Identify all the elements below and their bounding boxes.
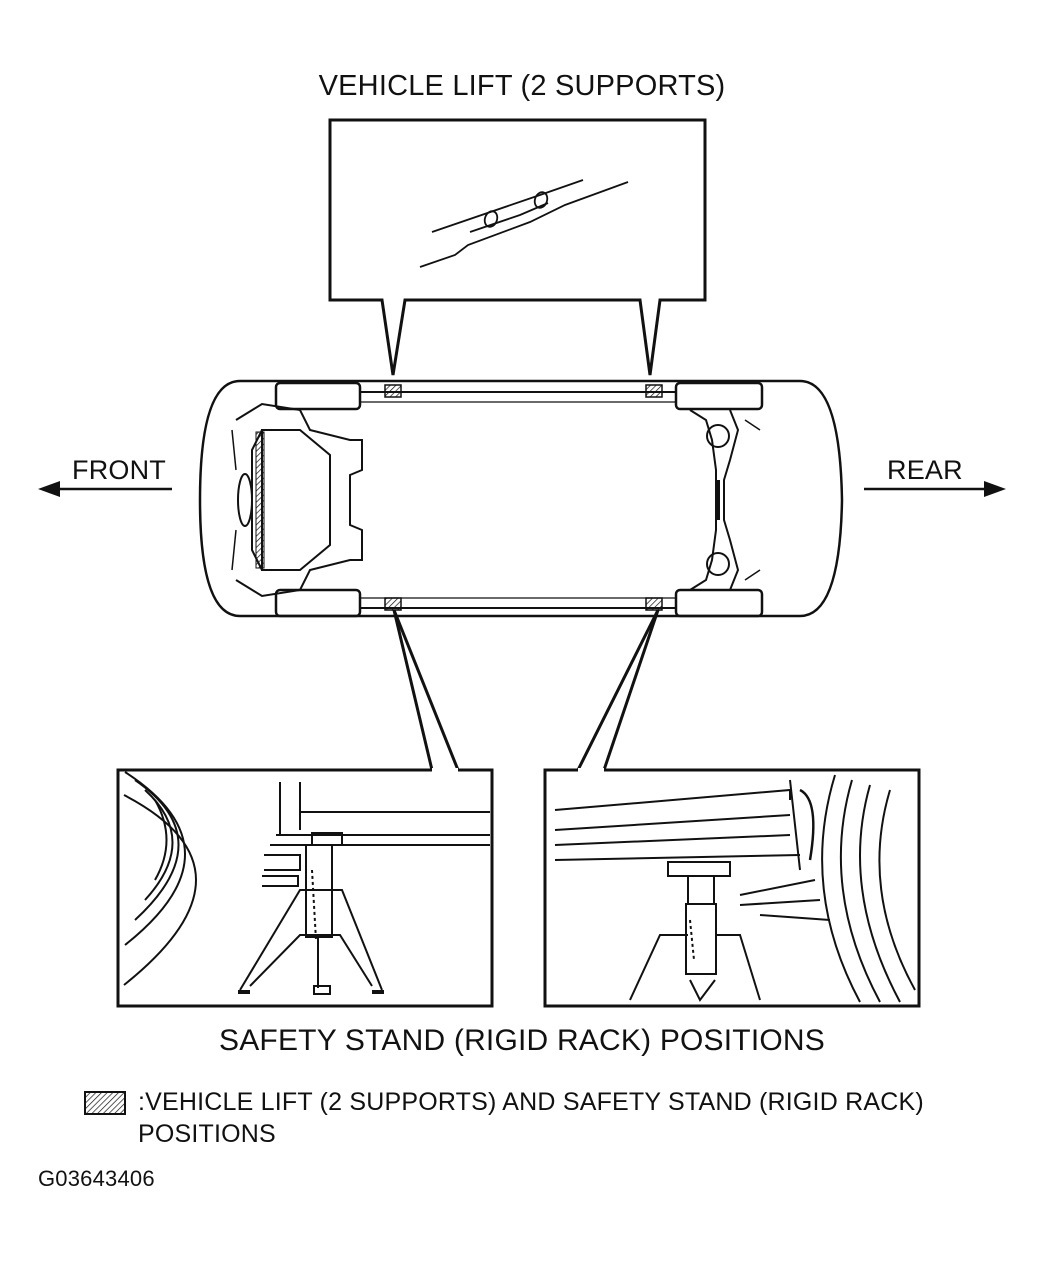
stand-title: SAFETY STAND (RIGID RACK) POSITIONS: [219, 1024, 825, 1057]
support-points: [384, 384, 663, 611]
leader-lines: [392, 609, 660, 771]
vehicle-underbody: [198, 379, 844, 618]
front-label: FRONT: [72, 455, 166, 485]
top-callout: [328, 118, 707, 376]
front-left-wheel: [274, 381, 362, 411]
front-subframe: [231, 402, 363, 598]
front-right-wheel: [274, 588, 362, 618]
figure-id: G03643406: [38, 1166, 155, 1191]
arrow-left-icon: [38, 481, 172, 497]
lift-point-sketch: [419, 179, 629, 268]
rear-left-wheel: [674, 381, 764, 411]
rear-suspension: [689, 409, 761, 591]
lift-title: VEHICLE LIFT (2 SUPPORTS): [318, 70, 726, 102]
front-stand-callout: [116, 768, 494, 1008]
legend-text-line2: POSITIONS: [138, 1120, 276, 1148]
rear-right-wheel: [674, 588, 764, 618]
arrow-right-icon: [864, 481, 1006, 497]
rear-stand-callout: [543, 768, 921, 1008]
body-outline: [198, 379, 844, 618]
hatched-square-icon: [84, 1091, 126, 1115]
rear-label: REAR: [887, 455, 963, 485]
legend-text-line1: :VEHICLE LIFT (2 SUPPORTS) AND SAFETY ST…: [138, 1088, 924, 1116]
